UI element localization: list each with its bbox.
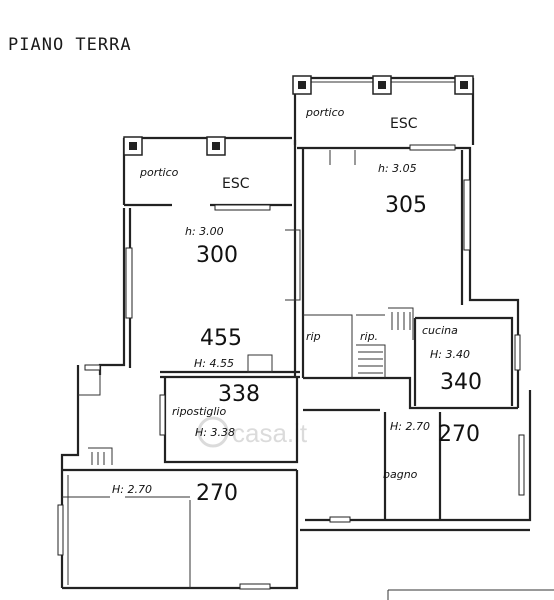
ripostiglio-area: 338: [218, 382, 260, 407]
bottom-room-area: 270: [196, 481, 238, 506]
portico-right-tag: ESC: [390, 116, 418, 132]
windows: [57, 144, 525, 590]
portico-left-label: portico: [139, 166, 179, 179]
pillar-icon: [206, 136, 226, 156]
bagno-label: bagno: [383, 468, 418, 481]
room-455-height: H: 4.55: [194, 357, 234, 370]
pillar-icon: [292, 75, 312, 95]
ripostiglio-height: H: 3.38: [195, 426, 235, 439]
room-455-area: 455: [200, 326, 242, 351]
cucina-area: 340: [440, 370, 482, 395]
plan-title: PIANO TERRA: [8, 35, 132, 55]
room-300-area: 300: [196, 243, 238, 268]
portico-right-label: portico: [305, 106, 345, 119]
pillars: [123, 75, 474, 156]
room-305-height: h: 3.05: [378, 162, 417, 175]
cucina-label: cucina: [422, 324, 458, 337]
ripostiglio-label: ripostiglio: [172, 405, 226, 418]
walls: [60, 76, 554, 600]
rip-2-label: rip.: [360, 330, 378, 343]
room-305-area: 305: [385, 193, 427, 218]
room-300-height: h: 3.00: [185, 225, 224, 238]
portico-left-tag: ESC: [222, 176, 250, 192]
cucina-height: H: 3.40: [430, 348, 470, 361]
bottom-room-height: H: 2.70: [112, 483, 152, 496]
pillar-icon: [123, 136, 143, 156]
watermark-text: casa.it: [232, 418, 308, 448]
bagno-area-value: 270: [438, 422, 480, 447]
bagno-area-height: H: 2.70: [390, 420, 430, 433]
pillar-icon: [372, 75, 392, 95]
rip-1-label: rip: [306, 330, 321, 343]
watermark: casa.it: [197, 416, 308, 448]
pillar-icon: [454, 75, 474, 95]
